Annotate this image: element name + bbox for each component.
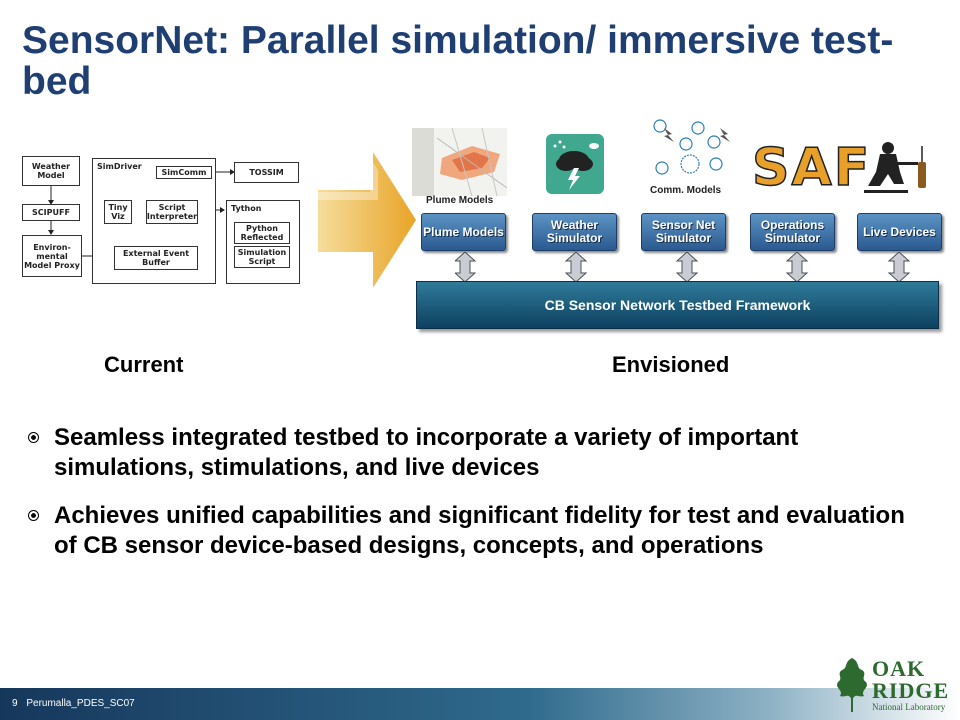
logo-oak-text: OAK [872, 656, 926, 681]
soldier-icon [864, 142, 926, 193]
current-label: Current [104, 352, 184, 377]
bullet-text: Seamless integrated testbed to incorpora… [54, 424, 799, 481]
logo-ridge-text: RIDGE [872, 678, 950, 703]
slide-title: SensorNet: Parallel simulation/ immersiv… [22, 19, 894, 103]
module-connectors [455, 252, 911, 283]
tython-label: Tython [231, 204, 262, 213]
tossim-box: TOSSIM [234, 162, 299, 183]
bullet-text: Achieves unified capabilities and signif… [54, 502, 905, 559]
footer-bar [0, 688, 960, 720]
saf-logo: SAF [751, 137, 872, 199]
weather-icon [546, 134, 604, 194]
python-reflected-box: Python Reflected [234, 222, 290, 244]
envisioned-label: Envisioned [612, 352, 730, 377]
weather-model-box: Weather Model [22, 156, 80, 186]
testbed-framework-bar: CB Sensor Network Testbed Framework [416, 281, 939, 329]
plume-map-image [412, 128, 507, 196]
slide-number: 9 [12, 698, 18, 709]
simulation-script-box: Simulation Script [234, 246, 290, 268]
external-event-buffer-box: External Event Buffer [114, 246, 198, 270]
scipuff-box: SCIPUFF [22, 204, 80, 221]
oak-leaf-icon [837, 658, 867, 712]
tiny-viz-box: Tiny Viz [104, 200, 132, 224]
simcomm-box: SimComm [156, 166, 212, 179]
bullet-item: Achieves unified capabilities and signif… [22, 501, 932, 561]
bullet-item: Seamless integrated testbed to incorpora… [22, 423, 932, 483]
logo-sub-text: National Laboratory [872, 702, 946, 712]
sensor-net-simulator-button[interactable]: Sensor Net Simulator [641, 213, 726, 251]
operations-simulator-button[interactable]: Operations Simulator [750, 213, 835, 251]
comm-models-caption: Comm. Models [650, 185, 722, 196]
current-architecture-diagram: Weather Model SCIPUFF Environ-mental Mod… [22, 150, 312, 290]
bullet-dot-icon [28, 510, 39, 521]
environ-proxy-box: Environ-mental Model Proxy [22, 235, 82, 277]
script-interpreter-box: Script Interpreter [146, 200, 198, 224]
transition-arrow [318, 152, 416, 288]
bullet-dot-icon [28, 432, 39, 443]
comm-models-icon [653, 119, 730, 175]
footer-text: 9 Perumalla_PDES_SC07 [12, 698, 135, 709]
live-devices-button[interactable]: Live Devices [857, 213, 942, 251]
plume-models-button[interactable]: Plume Models [421, 213, 506, 251]
plume-models-caption: Plume Models [426, 195, 494, 206]
weather-simulator-button[interactable]: Weather Simulator [532, 213, 617, 251]
simdriver-label: SimDriver [97, 162, 142, 171]
bullet-list: Seamless integrated testbed to incorpora… [22, 423, 932, 579]
footer-label: Perumalla_PDES_SC07 [26, 698, 135, 709]
